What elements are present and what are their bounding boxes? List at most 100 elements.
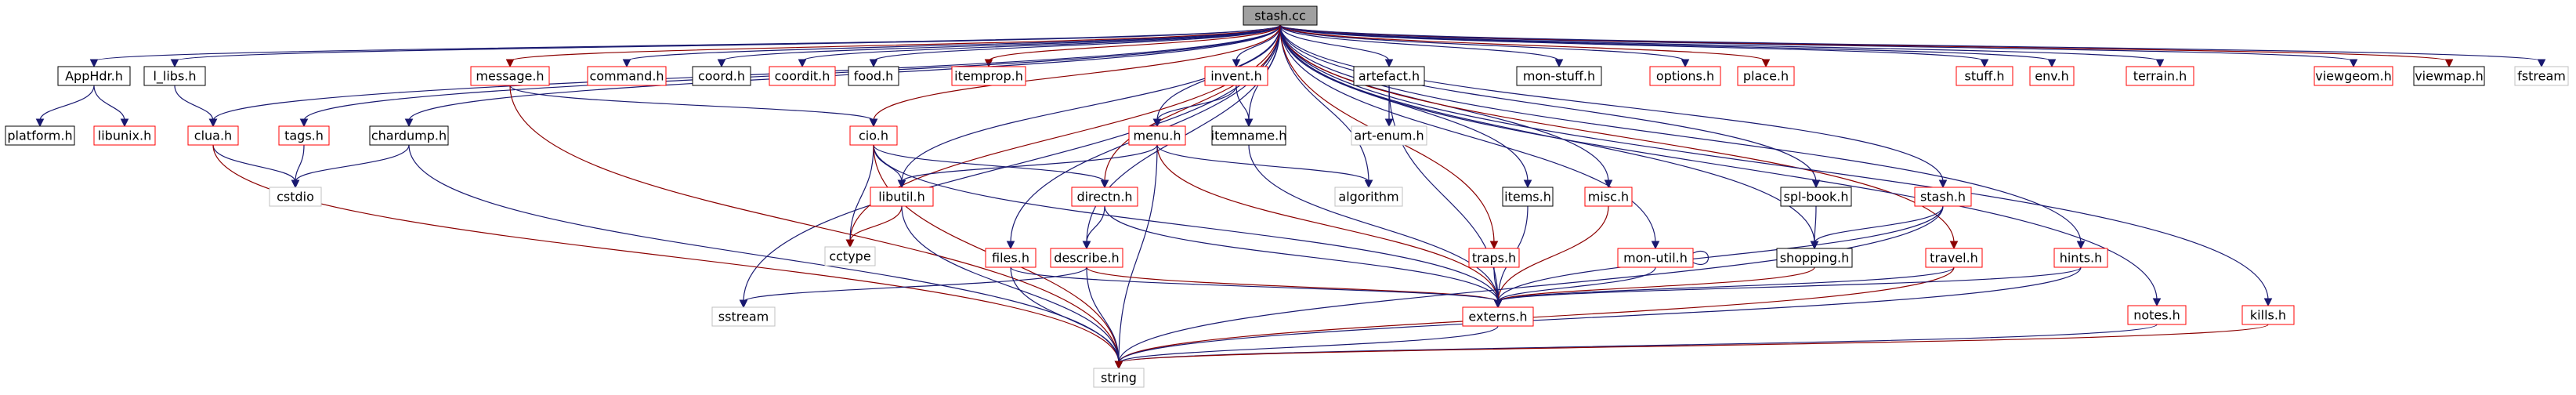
- node-artefact[interactable]: artefact.h: [1353, 66, 1425, 86]
- edge-arrowhead: [1681, 59, 1690, 68]
- node-box: [2053, 248, 2108, 268]
- node-stash-cc[interactable]: stash.cc: [1243, 5, 1318, 26]
- node-box: [2127, 305, 2187, 325]
- node-directn[interactable]: directn.h: [1071, 187, 1138, 207]
- edge-line: [1279, 24, 1817, 183]
- edge-line: [1118, 266, 1955, 364]
- node-clua[interactable]: clua.h: [187, 125, 239, 146]
- node-items[interactable]: items.h: [1502, 187, 1554, 207]
- edge-stash_cc-to-command: [622, 24, 1281, 68]
- edge-stash_cc-to-food: [869, 24, 1281, 68]
- node-cio[interactable]: cio.h: [849, 125, 898, 146]
- node-coord[interactable]: coord.h: [692, 66, 751, 86]
- node-viewmap[interactable]: viewmap.h: [2413, 66, 2485, 86]
- edge-line: [1010, 266, 1499, 303]
- node-invent[interactable]: invent.h: [1204, 66, 1268, 86]
- edge-arrowhead: [1949, 241, 1959, 250]
- node-label: terrain.h: [2133, 69, 2187, 84]
- node-box: [2314, 66, 2393, 86]
- node-box: [2514, 66, 2569, 86]
- node-sstream: sstream: [711, 306, 776, 327]
- edge-arrowhead: [1384, 59, 1394, 68]
- node-algorithm: algorithm: [1334, 187, 1403, 207]
- node-label: hints.h: [2060, 251, 2103, 266]
- edge-arrowhead: [1232, 59, 1241, 68]
- node-externs[interactable]: externs.h: [1462, 306, 1534, 327]
- node-libunix[interactable]: libunix.h: [93, 125, 156, 146]
- edge-line: [1497, 205, 1609, 303]
- node-travel[interactable]: travel.h: [1925, 248, 1983, 268]
- node-shopping[interactable]: shopping.h: [1776, 248, 1853, 268]
- node-describe[interactable]: describe.h: [1050, 248, 1123, 268]
- node-label: message.h: [476, 69, 544, 84]
- node-mon-stuff[interactable]: mon-stuff.h: [1516, 66, 1602, 86]
- node-box: [769, 66, 836, 86]
- node-apphdr[interactable]: AppHdr.h: [57, 66, 131, 86]
- edge-arrowhead: [1006, 241, 1015, 250]
- node-food[interactable]: food.h: [848, 66, 899, 86]
- edge-arrowhead: [2155, 59, 2165, 68]
- edge-line: [39, 85, 95, 121]
- edge-arrowhead: [897, 179, 906, 189]
- edge-arrowhead: [1523, 179, 1532, 189]
- node-label: string: [1101, 371, 1137, 386]
- node-traps[interactable]: traps.h: [1468, 248, 1520, 268]
- edge-line: [1497, 266, 1815, 303]
- edge-arrowhead: [1364, 179, 1373, 189]
- node-itemname[interactable]: itemname.h: [1211, 125, 1287, 146]
- edge-line: [295, 144, 305, 183]
- node-mon-util[interactable]: mon-util.h: [1617, 248, 1694, 268]
- node-box: [587, 66, 667, 86]
- edge-stash_cc-to-coordit: [798, 24, 1281, 68]
- node-box: [278, 125, 330, 146]
- node-l-libs[interactable]: l_libs.h: [143, 66, 206, 86]
- node-hints[interactable]: hints.h: [2053, 248, 2108, 268]
- node-label: spl-book.h: [1784, 190, 1849, 205]
- edge-line: [1156, 144, 1369, 183]
- edge-invent-to-menu: [1152, 85, 1237, 128]
- node-spl-book[interactable]: spl-book.h: [1780, 187, 1852, 207]
- node-options[interactable]: options.h: [1649, 66, 1721, 86]
- edge-line: [1104, 205, 1499, 303]
- node-menu[interactable]: menu.h: [1128, 125, 1186, 146]
- edge-itemname-to-externs: [1248, 144, 1503, 309]
- edge-line: [295, 144, 410, 183]
- node-stash-h[interactable]: stash.h: [1914, 187, 1972, 207]
- edge-line: [1497, 266, 2082, 303]
- edge-arrowhead: [299, 118, 309, 128]
- edge-arrowhead: [1980, 59, 1989, 68]
- node-box: [824, 246, 876, 266]
- node-terrain[interactable]: terrain.h: [2126, 66, 2194, 86]
- edge-line: [1497, 266, 1656, 303]
- node-libutil[interactable]: libutil.h: [870, 187, 934, 207]
- node-chardump[interactable]: chardump.h: [369, 125, 449, 146]
- edge-l_libs-to-clua: [174, 85, 218, 128]
- node-viewgeom[interactable]: viewgeom.h: [2314, 66, 2393, 86]
- node-label: travel.h: [1930, 251, 1978, 266]
- node-platform[interactable]: platform.h: [5, 125, 75, 146]
- node-stuff[interactable]: stuff.h: [1956, 66, 2013, 86]
- edge-stash_cc-to-chardump: [404, 24, 1281, 128]
- node-label: misc.h: [1588, 190, 1629, 205]
- node-label: directn.h: [1076, 190, 1132, 205]
- node-files[interactable]: files.h: [985, 248, 1037, 268]
- node-box: [57, 66, 131, 86]
- edge-line: [1814, 205, 1944, 244]
- edge-libutil-to-cctype: [845, 205, 903, 248]
- node-coordit[interactable]: coordit.h: [769, 66, 836, 86]
- node-command[interactable]: command.h: [587, 66, 667, 86]
- edge-line: [626, 24, 1281, 62]
- node-itemprop[interactable]: itemprop.h: [951, 66, 1026, 86]
- node-kills[interactable]: kills.h: [2241, 305, 2295, 325]
- edge-line: [1118, 205, 1944, 364]
- node-box: [1502, 187, 1554, 207]
- edge-cio-to-directn: [873, 144, 1109, 189]
- node-notes[interactable]: notes.h: [2127, 305, 2187, 325]
- node-env[interactable]: env.h: [2029, 66, 2075, 86]
- node-place[interactable]: place.h: [1737, 66, 1795, 86]
- node-label: kills.h: [2250, 308, 2286, 323]
- node-misc[interactable]: misc.h: [1584, 187, 1633, 207]
- node-message[interactable]: message.h: [470, 66, 550, 86]
- node-tags[interactable]: tags.h: [278, 125, 330, 146]
